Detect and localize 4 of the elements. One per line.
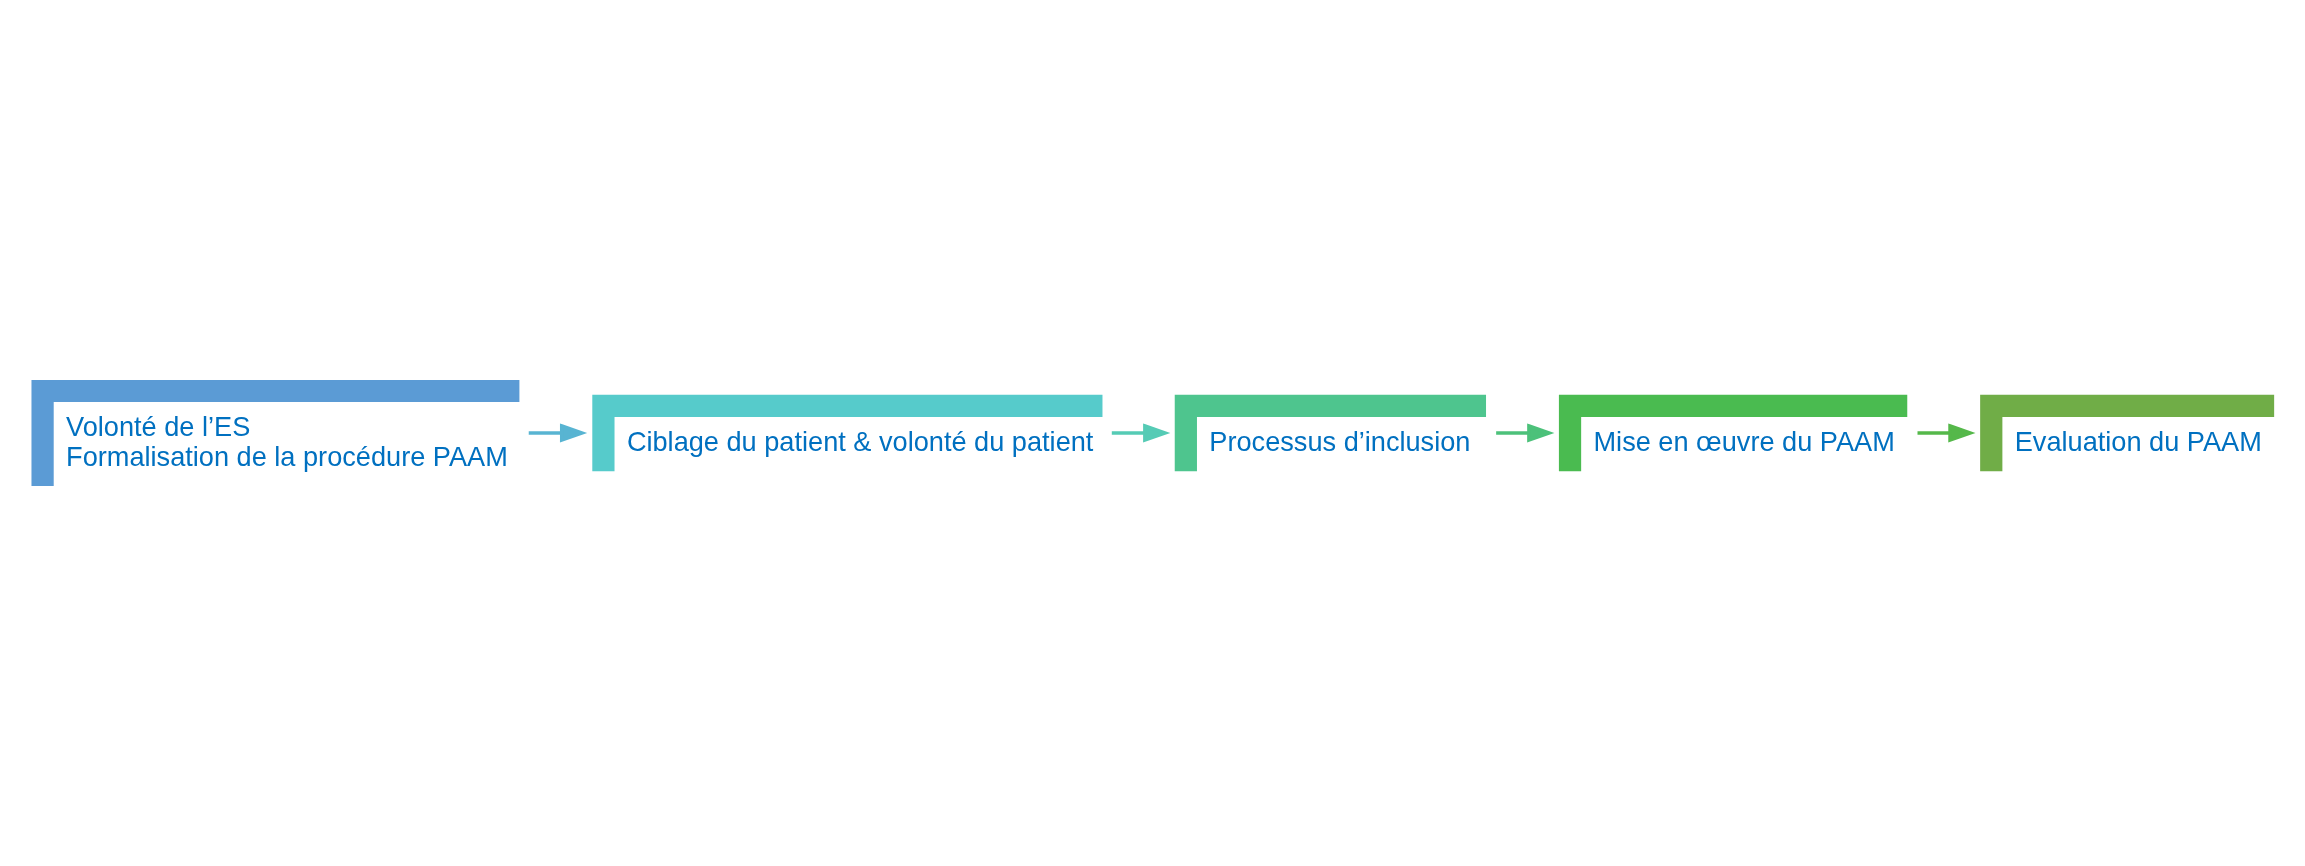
arrow [528, 423, 588, 443]
arrow [1111, 423, 1171, 443]
arrow [1917, 423, 1976, 443]
arrow [1496, 423, 1555, 443]
